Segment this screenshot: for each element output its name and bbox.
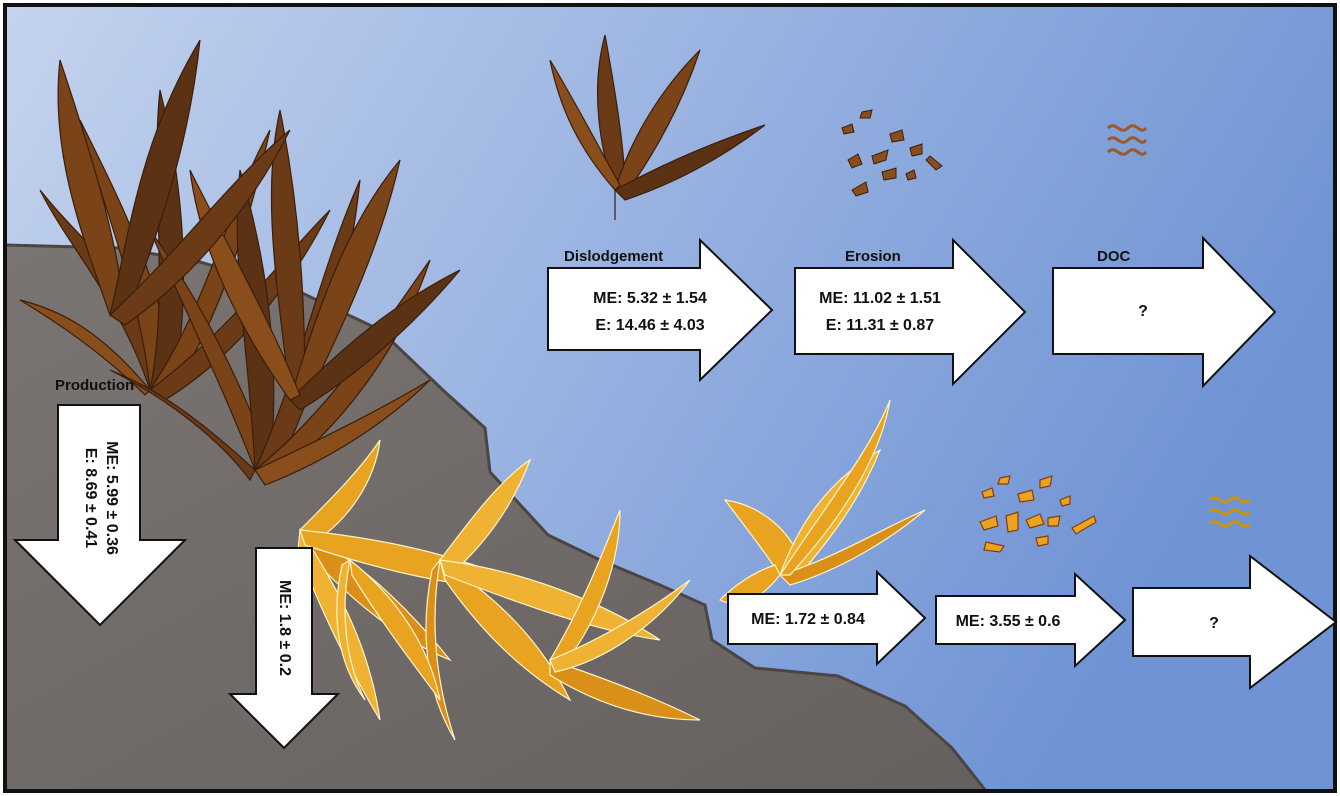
bottom-erosion-me-value: ME: 3.55 ± 0.6 xyxy=(956,613,1061,630)
production-dark-e-value: E: 8.69 ± 0.41 xyxy=(82,448,99,549)
dislodgement-e-value: E: 14.46 ± 4.03 xyxy=(595,317,704,334)
production-dark-me-value: ME: 5.99 ± 0.36 xyxy=(103,441,120,555)
bottom-doc-value: ? xyxy=(1209,615,1219,632)
production-label: Production xyxy=(55,377,134,394)
erosion-e-value: E: 11.31 ± 0.87 xyxy=(826,317,935,334)
doc-label: DOC xyxy=(1097,248,1131,265)
dislodgement-label: Dislodgement xyxy=(564,248,663,265)
erosion-me-value: ME: 11.02 ± 1.51 xyxy=(819,290,941,307)
erosion-label: Erosion xyxy=(845,248,901,265)
dislodgement-me-value: ME: 5.32 ± 1.54 xyxy=(593,290,707,307)
production-golden-me-value: ME: 1.8 ± 0.2 xyxy=(276,580,293,676)
bottom-dislodgement-me-value: ME: 1.72 ± 0.84 xyxy=(751,611,865,628)
doc-value: ? xyxy=(1138,303,1148,320)
